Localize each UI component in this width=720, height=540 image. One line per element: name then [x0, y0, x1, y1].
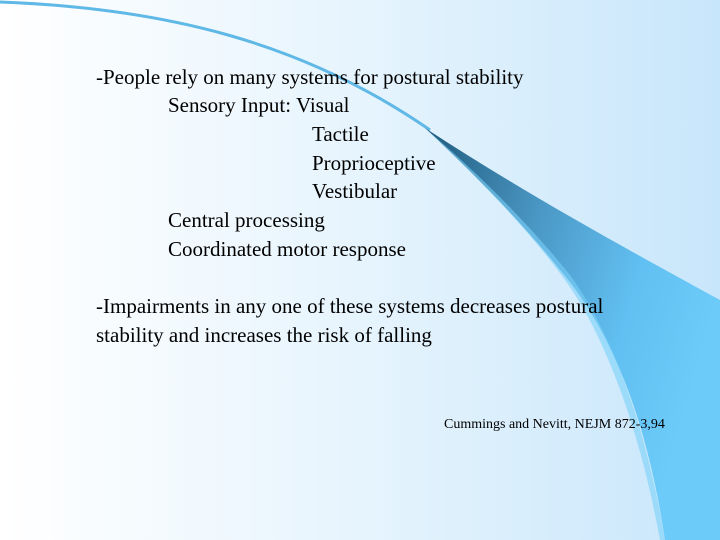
citation: Cummings and Nevitt, NEJM 872-3,94: [444, 417, 665, 432]
bullet2-line2: stability and increases the risk of fall…: [96, 323, 432, 347]
swoosh-shape: [425, 128, 720, 540]
item-coordinated-motor-response: Coordinated motor response: [168, 237, 406, 261]
sensory-input-label: Sensory Input: Visual: [168, 93, 350, 117]
sensory-item-tactile: Tactile: [312, 122, 369, 146]
item-central-processing: Central processing: [168, 208, 325, 232]
sensory-item-vestibular: Vestibular: [312, 179, 398, 203]
arc-line: [0, 0, 431, 132]
bullet2-line1: -Impairments in any one of these systems…: [96, 294, 604, 318]
bullet1-heading: -People rely on many systems for postura…: [96, 65, 524, 89]
sensory-item-proprioceptive: Proprioceptive: [312, 151, 436, 175]
